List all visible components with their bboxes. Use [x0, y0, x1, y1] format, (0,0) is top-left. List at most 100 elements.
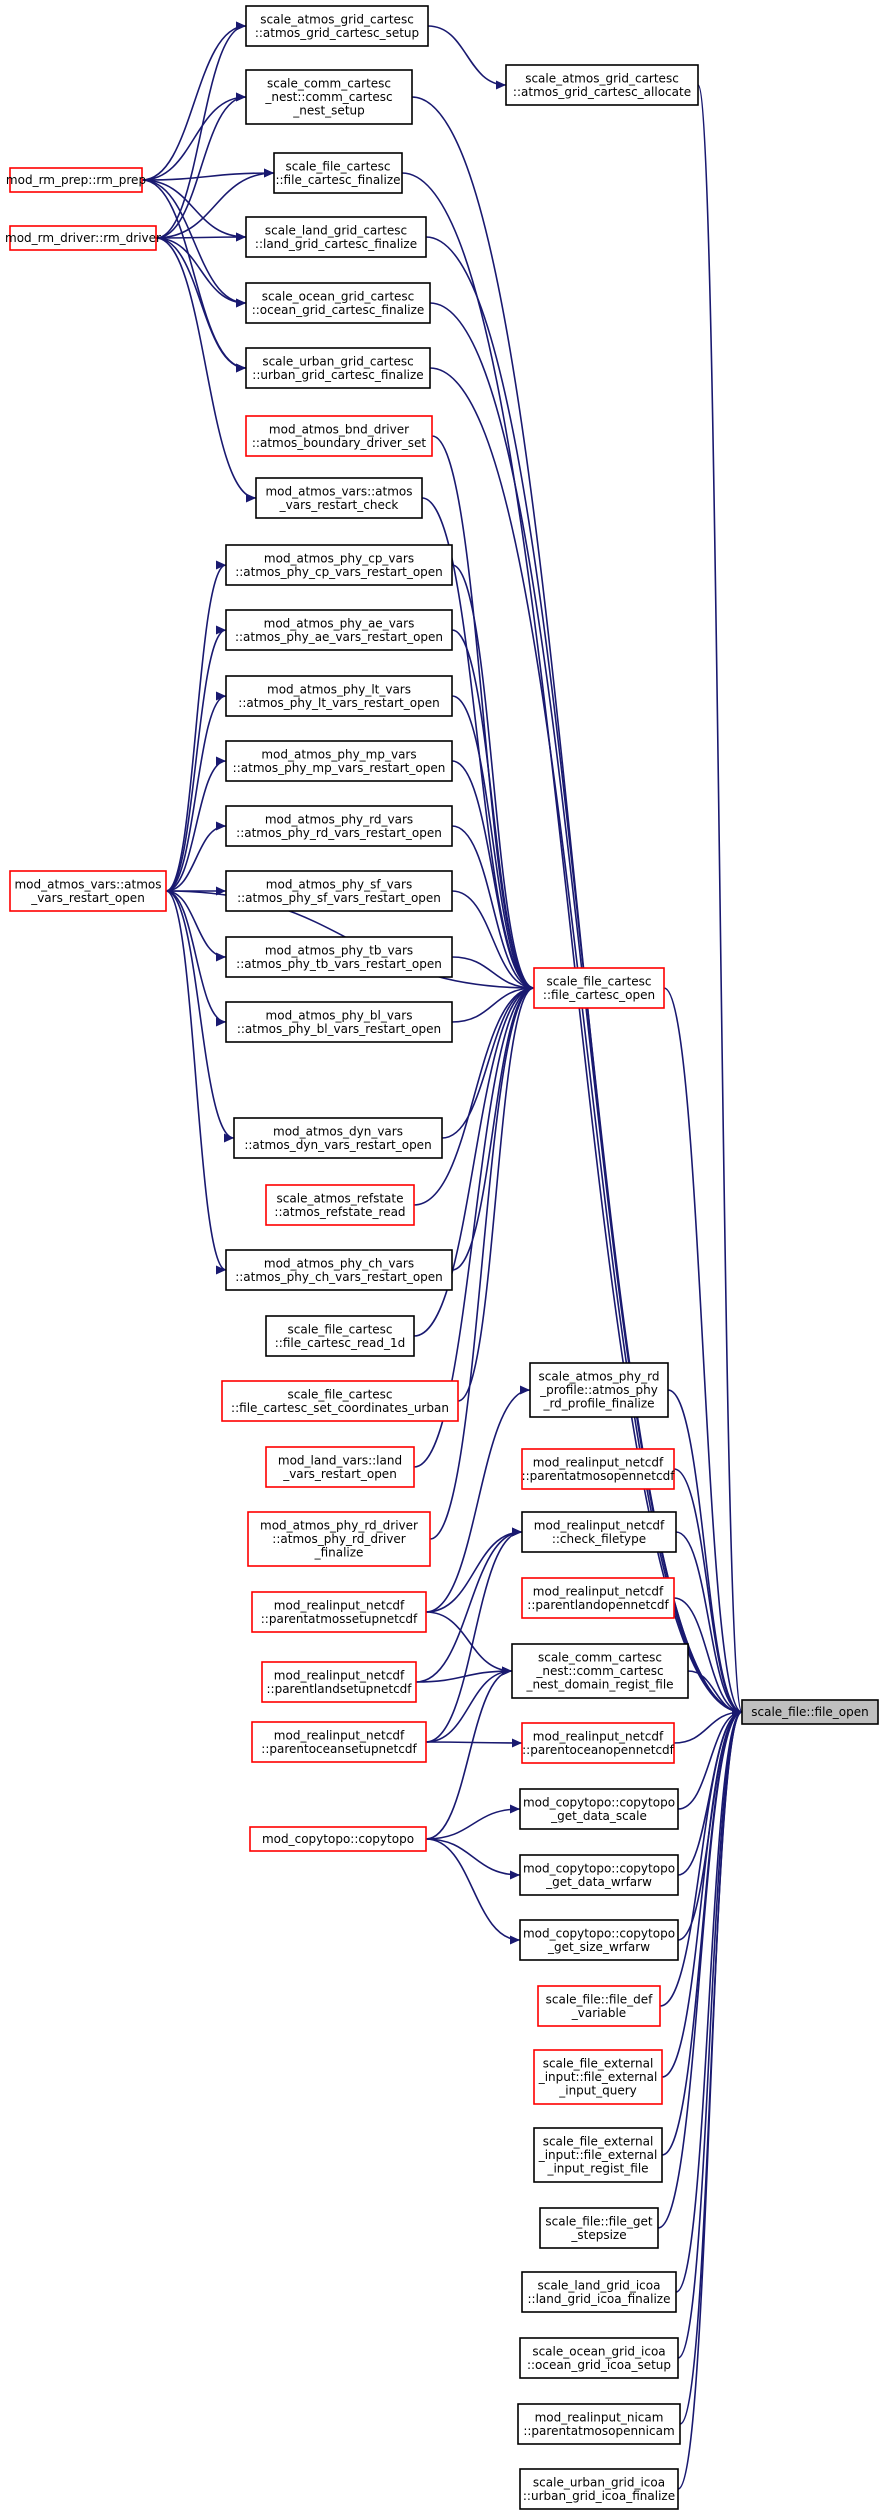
node-box [505, 64, 699, 106]
node-mp-vars[interactable]: mod_atmos_phy_mp_vars::atmos_phy_mp_vars… [225, 740, 453, 782]
edge-atmos_vars_open-to-dyn_vars [165, 890, 235, 1143]
node-label-line: _nest_setup [292, 104, 365, 118]
node-ocean-grid-finalize[interactable]: scale_ocean_grid_cartesc::ocean_grid_car… [245, 282, 431, 324]
node-label-line: _rd_profile_finalize [542, 1397, 654, 1411]
node-ct-scale[interactable]: mod_copytopo::copytopo_get_data_scale [519, 1788, 679, 1830]
node-ch-vars[interactable]: mod_atmos_phy_ch_vars::atmos_phy_ch_vars… [225, 1249, 453, 1291]
node-box [225, 936, 453, 978]
node-label-line: _get_size_wrfarw [547, 1940, 650, 1954]
edge-mp_vars-to-file_cartesc_open [451, 760, 535, 993]
node-label-line: mod_realinput_netcdf [533, 1584, 664, 1598]
node-dyn-vars[interactable]: mod_atmos_dyn_vars::atmos_dyn_vars_resta… [233, 1117, 443, 1159]
edge-read_1d-to-file_cartesc_open [413, 983, 535, 1337]
node-ct-size-wrfarw[interactable]: mod_copytopo::copytopo_get_size_wrfarw [519, 1919, 679, 1961]
node-label-line: ::parentatmosopennetcdf [522, 1469, 676, 1483]
node-label-line: mod_atmos_vars::atmos [265, 484, 412, 498]
node-bnd-driver[interactable]: mod_atmos_bnd_driver::atmos_boundary_dri… [245, 415, 433, 457]
node-box [225, 805, 453, 847]
node-file-def-variable[interactable]: scale_file::file_def_variable [537, 1985, 661, 2027]
node-land-icoa[interactable]: scale_land_grid_icoa::land_grid_icoa_fin… [521, 2271, 677, 2313]
node-label-line: mod_realinput_nicam [535, 2410, 664, 2424]
node-label-line: mod_atmos_phy_rd_driver [260, 1519, 418, 1533]
edge-rm_driver-to-land_grid_finalize [155, 232, 247, 242]
node-ri-nicam[interactable]: mod_realinput_nicam::parentatmosopennica… [517, 2403, 681, 2445]
edge-rm_prep-to-land_grid_finalize [141, 179, 247, 242]
node-bl-vars[interactable]: mod_atmos_phy_bl_vars::atmos_phy_bl_vars… [225, 1001, 453, 1043]
node-copytopo[interactable]: mod_copytopo::copytopo [249, 1826, 427, 1852]
node-ri-check-filetype[interactable]: mod_realinput_netcdf::check_filetype [521, 1511, 677, 1553]
edge-ri_atmos_setup-to-ri_check_filetype [425, 1527, 523, 1613]
node-label-line: scale_land_grid_cartesc [265, 223, 407, 237]
node-ri-atmos-setup[interactable]: mod_realinput_netcdf::parentatmossetupne… [251, 1591, 427, 1633]
node-land-vars[interactable]: mod_land_vars::land_vars_restart_open [265, 1446, 415, 1488]
node-file-finalize[interactable]: scale_file_cartesc::file_cartesc_finaliz… [273, 152, 403, 194]
node-lt-vars[interactable]: mod_atmos_phy_lt_vars::atmos_phy_lt_vars… [225, 675, 453, 717]
node-ext-regist[interactable]: scale_file_external_input::file_external… [533, 2127, 663, 2183]
node-rd-vars[interactable]: mod_atmos_phy_rd_vars::atmos_phy_rd_vars… [225, 805, 453, 847]
edge-rd_vars-to-file_cartesc_open [451, 825, 535, 993]
node-label-line: mod_copytopo::copytopo [523, 1795, 675, 1809]
node-refstate[interactable]: scale_atmos_refstate::atmos_refstate_rea… [265, 1184, 415, 1226]
node-grid-allocate[interactable]: scale_atmos_grid_cartesc::atmos_grid_car… [505, 64, 699, 106]
node-set-coord-urban[interactable]: scale_file_cartesc::file_cartesc_set_coo… [221, 1380, 459, 1422]
node-cp-vars[interactable]: mod_atmos_phy_cp_vars::atmos_phy_cp_vars… [225, 544, 453, 586]
node-label-line: scale_atmos_phy_rd [539, 1370, 660, 1384]
node-comm-nest-regist[interactable]: scale_comm_cartesc_nest::comm_cartesc_ne… [511, 1643, 689, 1699]
node-ri-land-setup[interactable]: mod_realinput_netcdf::parentlandsetupnet… [261, 1661, 417, 1703]
node-atmos-vars-check[interactable]: mod_atmos_vars::atmos_vars_restart_check [255, 477, 423, 519]
node-box [225, 740, 453, 782]
node-label-line: ::atmos_phy_ch_vars_restart_open [235, 1270, 443, 1284]
node-label-line: ::parentatmosopennicam [523, 2424, 674, 2438]
node-rd-profile[interactable]: scale_atmos_phy_rd_profile::atmos_phy_rd… [529, 1362, 669, 1418]
node-tb-vars[interactable]: mod_atmos_phy_tb_vars::atmos_phy_tb_vars… [225, 936, 453, 978]
node-label-line: ::atmos_phy_mp_vars_restart_open [233, 761, 446, 775]
node-label-line: scale_comm_cartesc [267, 77, 391, 91]
edge-bl_vars-to-file_cartesc_open [451, 983, 535, 1023]
node-label-line: _variable [571, 2006, 626, 2020]
node-box [9, 870, 167, 912]
node-label-line: _vars_restart_check [279, 498, 399, 512]
node-ri-ocean-setup[interactable]: mod_realinput_netcdf::parentoceansetupne… [251, 1721, 427, 1763]
node-rm-prep[interactable]: mod_rm_prep::rm_prep [6, 167, 146, 193]
node-label-line: ::atmos_dyn_vars_restart_open [244, 1138, 431, 1152]
node-label-line: _input::file_external [538, 2070, 658, 2084]
node-atmos-grid-setup[interactable]: scale_atmos_grid_cartesc::atmos_grid_car… [245, 5, 429, 47]
node-label-line: _finalize [314, 1546, 364, 1560]
node-label-line: ::urban_grid_cartesc_finalize [252, 368, 423, 382]
node-ri-atmos-open[interactable]: mod_realinput_netcdf::parentatmosopennet… [521, 1448, 676, 1490]
node-label-line: scale_file_cartesc [546, 974, 651, 988]
node-atmos-vars-open[interactable]: mod_atmos_vars::atmos_vars_restart_open [9, 870, 167, 912]
node-label-line: ::file_cartesc_finalize [275, 173, 400, 187]
node-read-1d[interactable]: scale_file_cartesc::file_cartesc_read_1d [265, 1315, 415, 1357]
node-label-line: ::ocean_grid_cartesc_finalize [252, 303, 425, 317]
node-file-cartesc-open[interactable]: scale_file_cartesc::file_cartesc_open [533, 967, 665, 1009]
node-ae-vars[interactable]: mod_atmos_phy_ae_vars::atmos_phy_ae_vars… [225, 609, 453, 651]
node-label-line: scale_atmos_refstate [277, 1191, 404, 1205]
node-ct-wrfarw[interactable]: mod_copytopo::copytopo_get_data_wrfarw [519, 1854, 679, 1896]
node-ri-ocean-open[interactable]: mod_realinput_netcdf::parentoceanopennet… [521, 1722, 675, 1764]
node-label-line: mod_atmos_vars::atmos [14, 877, 161, 891]
node-sf-vars[interactable]: mod_atmos_phy_sf_vars::atmos_phy_sf_vars… [225, 870, 453, 912]
node-land-grid-finalize[interactable]: scale_land_grid_cartesc::land_grid_carte… [245, 216, 427, 258]
node-rm-driver[interactable]: mod_rm_driver::rm_driver [5, 225, 161, 251]
node-urban-grid-finalize[interactable]: scale_urban_grid_cartesc::urban_grid_car… [245, 347, 431, 389]
edge-atmos_vars_open-to-ch_vars [165, 890, 227, 1275]
node-box [251, 1591, 427, 1633]
node-comm-nest-setup[interactable]: scale_comm_cartesc_nest::comm_cartesc_ne… [245, 69, 413, 125]
edge-ri_check_filetype-to-file_open [675, 1531, 743, 1717]
node-box [519, 2468, 679, 2510]
node-file-open[interactable]: scale_file::file_open [741, 1699, 879, 1725]
node-label-line: mod_atmos_phy_lt_vars [267, 682, 411, 696]
node-rd-driver[interactable]: mod_atmos_phy_rd_driver::atmos_phy_rd_dr… [247, 1511, 431, 1567]
node-label-line: ::check_filetype [552, 1532, 646, 1546]
node-box [251, 1721, 427, 1763]
node-label-line: ::atmos_phy_cp_vars_restart_open [235, 565, 443, 579]
node-ext-query[interactable]: scale_file_external_input::file_external… [533, 2049, 663, 2105]
node-label-line: mod_atmos_dyn_vars [273, 1124, 403, 1138]
node-ri-land-open[interactable]: mod_realinput_netcdf::parentlandopennetc… [521, 1577, 675, 1619]
node-file-get-stepsize[interactable]: scale_file::file_get_stepsize [539, 2207, 659, 2249]
node-urban-icoa[interactable]: scale_urban_grid_icoa::urban_grid_icoa_f… [519, 2468, 679, 2510]
node-box [265, 1184, 415, 1226]
edge-copytopo-to-comm_nest_regist [425, 1666, 513, 1840]
node-ocean-icoa[interactable]: scale_ocean_grid_icoa::ocean_grid_icoa_s… [519, 2337, 679, 2379]
